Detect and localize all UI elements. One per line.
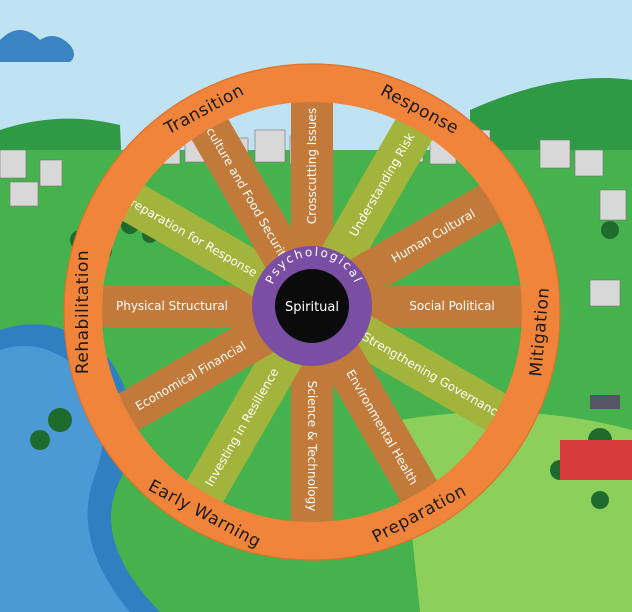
spoke-label: Science & Technology xyxy=(305,381,319,512)
spoke-physical-structural: Physical Structural xyxy=(82,285,262,327)
spoke-bar xyxy=(318,96,446,274)
spoke-bar xyxy=(291,76,333,256)
ring-label-rehabilitation: Rehabilitation xyxy=(73,250,93,374)
center-circle xyxy=(275,269,349,343)
spoke-crosscutting-issues: Crosscutting Issues xyxy=(291,76,333,256)
spoke-bar xyxy=(318,338,446,516)
spoke-bar xyxy=(102,312,280,440)
spoke-bar xyxy=(178,96,306,274)
spoke-label: Crosscutting Issues xyxy=(305,108,319,224)
spoke-social-political: Social Political xyxy=(362,285,542,327)
center-label: Spiritual xyxy=(285,300,339,315)
spoke-label: Physical Structural xyxy=(116,299,228,313)
spoke-bar xyxy=(362,285,542,327)
spoke-bar xyxy=(344,172,522,300)
spoke-bar xyxy=(102,172,280,300)
outer-ring xyxy=(64,64,560,560)
spoke-science-technology: Science & Technology xyxy=(291,356,333,536)
spoke-label: Social Political xyxy=(409,299,495,313)
spoke-bar xyxy=(291,356,333,536)
spoke-bar xyxy=(82,285,262,327)
spoke-bar xyxy=(344,312,522,440)
spoke-bar xyxy=(178,338,306,516)
